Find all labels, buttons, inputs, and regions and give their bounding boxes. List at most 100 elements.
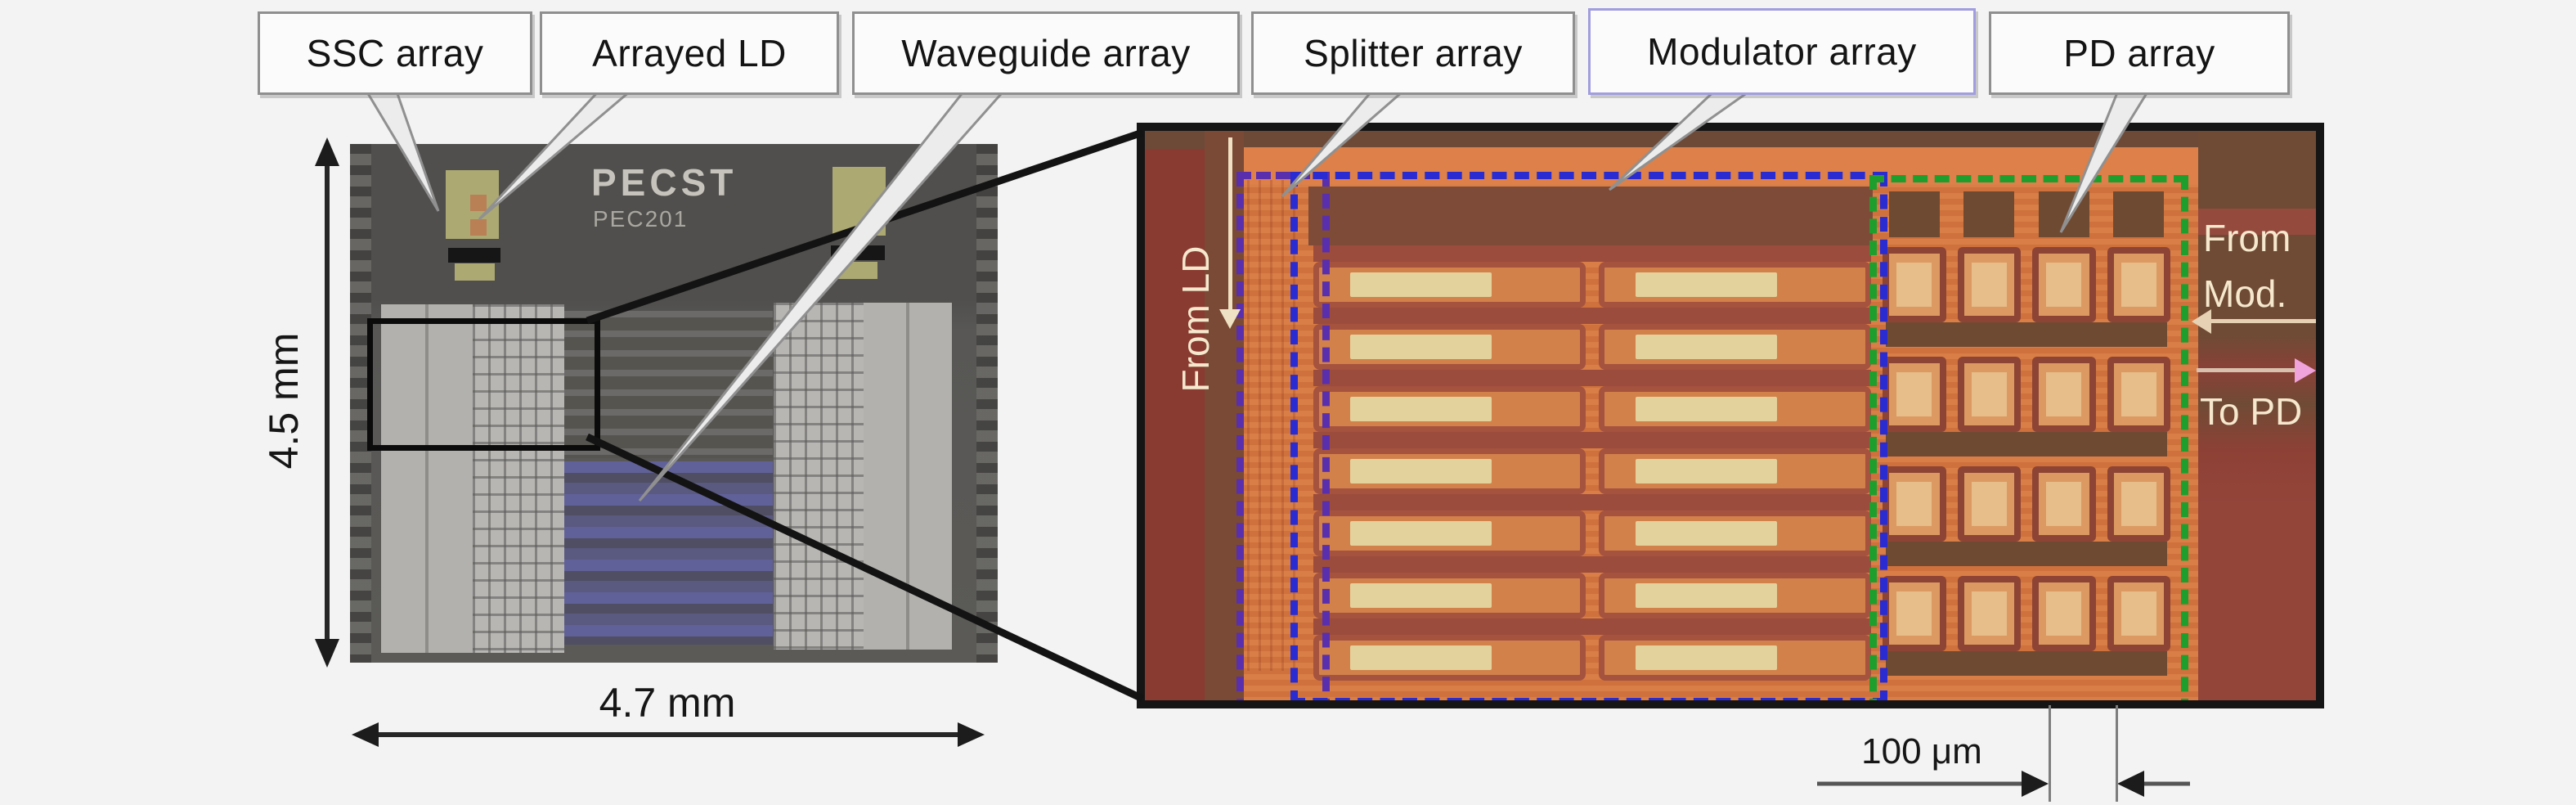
array-divider — [425, 304, 429, 653]
modulator-row — [1313, 324, 1871, 370]
modulator-cell — [1599, 324, 1871, 370]
callout-pd-array: PD array — [1989, 11, 2290, 95]
from-mod-arrowhead-icon — [2192, 309, 2211, 334]
from-mod-label-line2: Mod. — [2203, 272, 2287, 315]
from-ld-label: From LD — [1174, 245, 1217, 393]
to-pd-label: To PD — [2200, 390, 2303, 433]
pd-cell — [2032, 357, 2096, 432]
pd-cell — [1957, 576, 2021, 651]
chip-edge-pads-right — [976, 144, 998, 663]
modulator-row-band — [1313, 556, 1871, 573]
modulator-row-band — [1313, 245, 1871, 262]
ld-pad-left-lower — [455, 263, 495, 281]
array-block-left — [381, 304, 564, 653]
zoom-region-rect — [367, 318, 600, 451]
scale-tick-right — [2116, 705, 2118, 802]
modulator-pad — [1350, 396, 1492, 422]
array-divider — [906, 303, 909, 650]
modulator-pad — [1636, 582, 1777, 609]
pd-cell — [1957, 247, 2021, 322]
ld-pad-right — [832, 167, 886, 236]
ld-pad-left-spot — [470, 195, 487, 211]
modulator-pad — [1350, 458, 1492, 484]
modulator-row — [1313, 262, 1871, 308]
inset-micrograph-frame: From LD From Mod. To PD — [1137, 123, 2324, 708]
blue-stripes — [564, 461, 773, 645]
pd-row-band — [1886, 542, 2167, 566]
array-texture — [473, 304, 564, 653]
modulator-row-band — [1313, 370, 1871, 386]
pd-cell — [2107, 576, 2170, 651]
scale-tick-left — [2049, 705, 2051, 802]
modulator-pad — [1636, 272, 1777, 298]
from-ld-arrow — [1228, 137, 1232, 311]
inset-top-band — [1145, 131, 2316, 149]
modulator-pad — [1636, 520, 1777, 546]
pd-array-outline — [1869, 175, 2188, 700]
modulator-cell — [1313, 635, 1586, 681]
modulator-row-band — [1313, 308, 1871, 324]
modulator-cell — [1599, 635, 1871, 681]
modulator-cell — [1599, 262, 1871, 308]
ld-pad-left-spot — [470, 219, 487, 236]
modulator-pad — [1350, 334, 1492, 360]
modulator-row-band — [1313, 618, 1871, 635]
chip-part-number: PEC201 — [593, 206, 689, 232]
inset-micrograph: From LD From Mod. To PD — [1145, 131, 2316, 700]
modulator-cell — [1599, 386, 1871, 432]
arrowhead-down-icon — [315, 639, 339, 668]
arrowhead-up-icon — [315, 137, 339, 166]
modulator-pad — [1350, 645, 1492, 671]
modulator-array-outline — [1290, 172, 1887, 700]
to-pd-arrowhead-icon — [2295, 358, 2316, 383]
modulator-cell — [1313, 324, 1586, 370]
pd-row — [1881, 247, 2172, 322]
modulator-pad — [1350, 272, 1492, 298]
pd-row — [1881, 466, 2172, 542]
scale-arrowhead-left-icon — [2117, 771, 2144, 797]
modulator-row — [1313, 635, 1871, 681]
modulator-cell — [1313, 448, 1586, 494]
pd-cell — [2107, 247, 2170, 322]
pd-cell — [2032, 466, 2096, 542]
callout-waveguide-array: Waveguide array — [852, 11, 1240, 95]
modulator-cell — [1313, 510, 1586, 556]
modulator-pad — [1350, 520, 1492, 546]
inset-right-band-stripe — [2198, 209, 2316, 235]
ld-pad-right-bar — [831, 245, 885, 260]
from-ld-arrowhead-icon — [1219, 309, 1241, 329]
modulator-row — [1313, 510, 1871, 556]
array-texture — [774, 303, 864, 650]
callout-ssc-array: SSC array — [258, 11, 532, 95]
callout-arrayed-ld: Arrayed LD — [540, 11, 839, 95]
modulator-row — [1313, 448, 1871, 494]
to-pd-arrow — [2197, 368, 2295, 372]
modulator-row-band — [1313, 432, 1871, 448]
modulator-pad — [1636, 396, 1777, 422]
modulator-pad — [1636, 458, 1777, 484]
arrowhead-left-icon — [352, 722, 379, 747]
chip-micrograph: PECST PEC201 — [350, 144, 998, 663]
modulator-row — [1313, 386, 1871, 432]
ld-pad-right-lower — [837, 262, 877, 279]
modulator-row-band — [1313, 494, 1871, 510]
callout-splitter-array: Splitter array — [1251, 11, 1575, 95]
chip-width-label: 4.7 mm — [599, 680, 736, 726]
callout-modulator-array: Modulator array — [1588, 8, 1976, 95]
pd-row-band — [1886, 322, 2167, 347]
from-mod-arrow — [2210, 319, 2316, 323]
pd-cell — [1957, 357, 2021, 432]
arrowhead-right-icon — [958, 722, 985, 747]
pd-row-band — [1886, 651, 2167, 676]
modulator-cell — [1599, 510, 1871, 556]
scale-arrowhead-right-icon — [2022, 771, 2049, 797]
modulator-pad — [1636, 645, 1777, 671]
scale-label: 100 μm — [1861, 731, 1982, 771]
modulator-cell — [1313, 573, 1586, 618]
pd-row-band — [1886, 432, 2167, 456]
pd-cell — [2107, 357, 2170, 432]
pd-grid — [1881, 237, 2172, 679]
modulator-pad — [1350, 582, 1492, 609]
from-mod-label-line1: From — [2203, 217, 2291, 259]
